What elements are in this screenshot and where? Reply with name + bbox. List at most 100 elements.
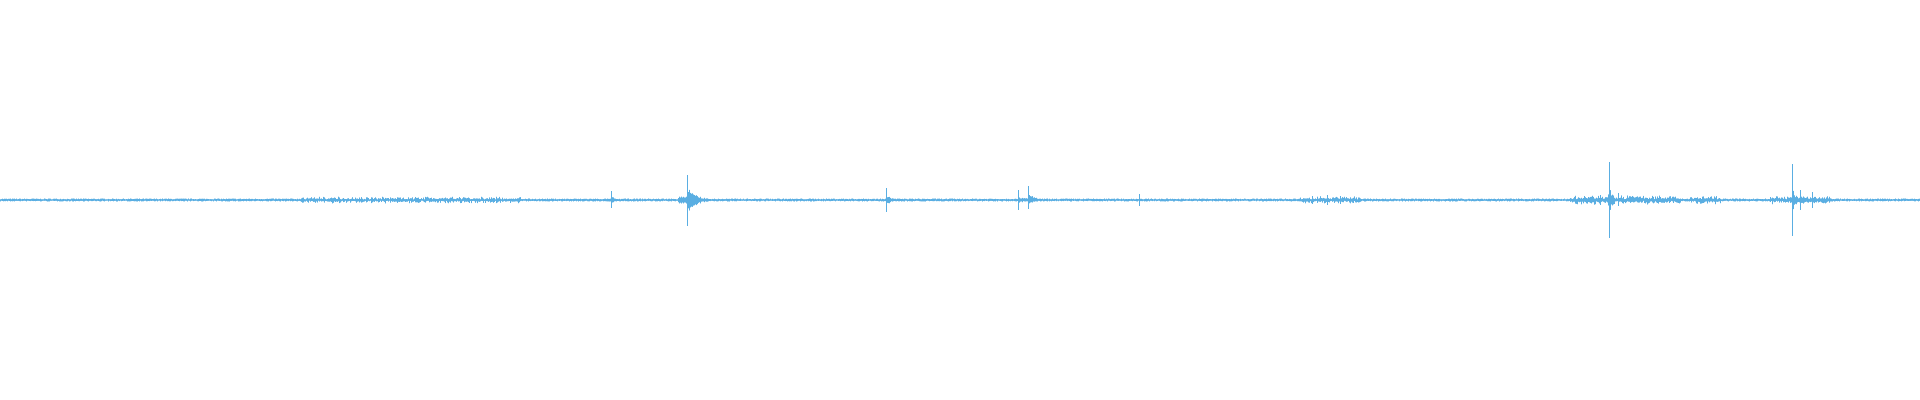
waveform-sample [1205,199,1206,201]
waveform-sample [204,198,205,201]
waveform-sample [1283,199,1284,202]
waveform-sample [1165,199,1166,202]
waveform-sample [1003,199,1004,201]
waveform-sample [1521,198,1522,201]
waveform-sample [1541,199,1542,202]
waveform-sample [1140,198,1141,202]
waveform-sample [325,198,326,201]
waveform-sample [125,199,126,201]
waveform-sample [1191,198,1192,202]
waveform-sample [1879,199,1880,201]
waveform-sample [804,199,805,202]
waveform-sample [1139,194,1140,206]
waveform-sample [1125,199,1126,202]
waveform-sample [1825,198,1826,204]
waveform-sample [561,199,562,202]
waveform-sample [278,198,279,201]
waveform-sample [289,199,290,201]
waveform-sample [1058,199,1059,202]
waveform-sample [701,198,702,202]
waveform-sample [961,199,962,202]
waveform-sample [736,198,737,202]
waveform-sample [294,199,295,201]
waveform-sample [1629,196,1630,202]
waveform-sample [1688,199,1689,202]
waveform-sample [1757,198,1758,202]
waveform-sample [1364,198,1365,202]
waveform-sample [106,199,107,201]
waveform-sample [239,198,240,202]
waveform-sample [692,193,693,207]
waveform-sample [955,199,956,202]
waveform-sample [1309,197,1310,203]
waveform-sample [945,198,946,201]
waveform-sample [1786,199,1787,202]
waveform-sample [1438,198,1439,202]
waveform-sample [1872,198,1873,202]
waveform-sample [1467,199,1468,201]
waveform-sample [221,198,222,202]
waveform-sample [1350,197,1351,204]
waveform-sample [1258,199,1259,201]
waveform-sample [1255,199,1256,201]
waveform-sample [319,196,320,202]
waveform-sample [167,199,168,202]
waveform-sample [1339,198,1340,202]
waveform-sample [657,199,658,202]
waveform-sample [794,198,795,202]
waveform-sample [1656,198,1657,203]
waveform-sample [1880,198,1881,202]
waveform-sample [234,198,235,202]
waveform-sample [1915,199,1916,202]
waveform-sample [1150,198,1151,201]
waveform-sample [1794,195,1795,205]
waveform-sample [1667,197,1668,203]
waveform-sample [1313,198,1314,203]
waveform-sample [1787,196,1788,202]
waveform-sample [331,197,332,202]
waveform-sample [1115,199,1116,202]
waveform-sample [182,198,183,201]
waveform-sample [1862,199,1863,201]
waveform-sample [799,199,800,201]
waveform-sample [145,198,146,201]
waveform-sample [1095,199,1096,201]
waveform-sample [1380,199,1381,202]
waveform-sample [1795,197,1796,204]
waveform-sample [89,199,90,201]
waveform-sample [1145,198,1146,202]
waveform-sample [1575,195,1576,204]
waveform-sample [795,198,796,201]
waveform-sample [1638,197,1639,203]
waveform-sample [1138,199,1139,201]
waveform-sample [1187,199,1188,201]
waveform-sample [927,198,928,201]
waveform-sample [538,199,539,201]
waveform-sample [176,198,177,201]
waveform-sample [690,192,691,208]
waveform-sample [406,199,407,202]
waveform-sample [1669,196,1670,203]
waveform-sample [1673,196,1674,203]
waveform-sample [170,198,171,202]
waveform-sample [1751,199,1752,201]
waveform-sample [273,198,274,201]
waveform-sample [833,198,834,201]
waveform-sample [283,198,284,202]
waveform-sample [457,198,458,201]
waveform-sample [588,199,589,202]
waveform-sample [1702,196,1703,204]
waveform-sample [772,198,773,201]
waveform-sample [1660,197,1661,203]
waveform-sample [424,199,425,203]
waveform-sample [789,198,790,202]
waveform-sample [1503,199,1504,201]
waveform-sample [501,199,502,201]
waveform-sample [941,198,942,202]
waveform-sample [932,198,933,202]
waveform-sample [22,198,23,202]
waveform-sample [1899,199,1900,202]
waveform-sample [222,199,223,202]
